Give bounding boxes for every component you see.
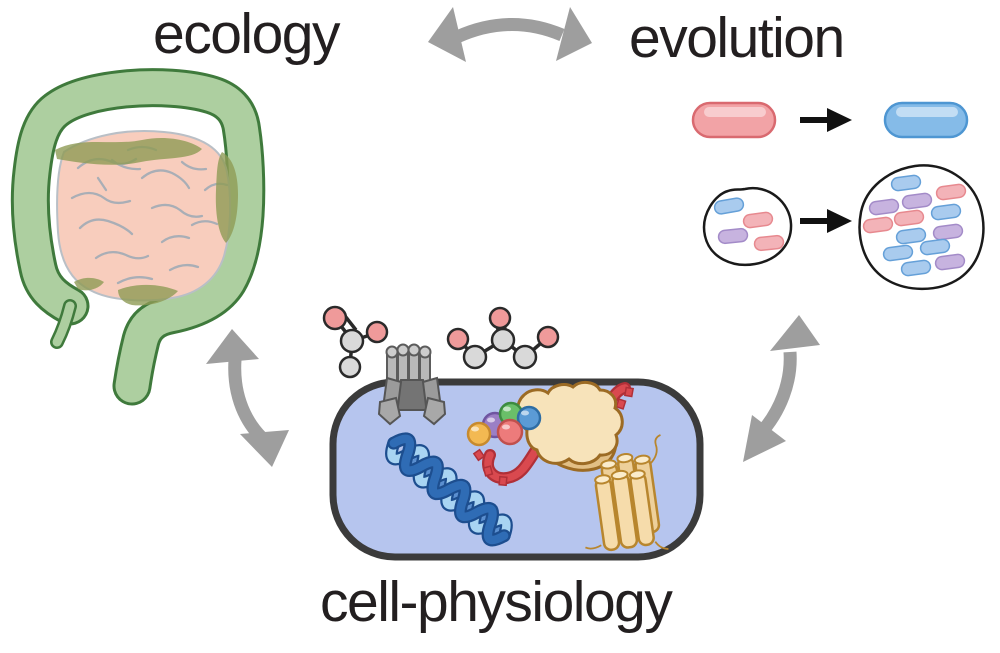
purple-bacterium-pill <box>901 192 933 210</box>
ecology-label: ecology <box>153 2 340 66</box>
arrow-head-up <box>770 315 820 351</box>
membrane-transporter-icon <box>377 343 447 426</box>
evolution-label: evolution <box>629 6 845 70</box>
arrow-head-down <box>743 415 786 462</box>
protein-helix-bundle-icon <box>585 434 669 552</box>
pink-bacterium-pill <box>753 234 785 252</box>
gut-microbiome-illustration <box>10 68 266 406</box>
pink-bacterium-pill <box>742 211 774 229</box>
large-cell-pills <box>862 174 967 277</box>
ribosome-large-subunit <box>516 381 624 466</box>
dna-helix-icon <box>384 432 513 547</box>
small-cell-pills <box>713 197 785 252</box>
blue-bacterium-pill <box>900 259 932 277</box>
blue-bacterium-pill <box>895 227 927 245</box>
pink-bacterium-pill <box>935 183 967 201</box>
purple-bacterium-pill <box>717 227 749 245</box>
ribosome-icon <box>516 381 624 472</box>
pink-bacterium-highlight <box>704 107 766 117</box>
purple-bacterium-pill <box>932 223 964 241</box>
microbe-patches <box>55 138 238 306</box>
purple-bacterium-pill <box>934 253 966 271</box>
blue-bacterium-pill <box>890 174 922 192</box>
arrow-shaft <box>755 351 797 439</box>
growth-arrow-icon <box>800 209 852 233</box>
pink-bacterium <box>691 101 777 139</box>
arrow-head-left <box>428 7 466 62</box>
pink-bacterium-pill <box>862 216 894 234</box>
mutation-arrow-icon <box>800 108 852 132</box>
blue-bacterium-highlight <box>896 107 958 117</box>
bacterial-cell-illustration <box>322 305 704 561</box>
arrow-head-up <box>206 329 259 364</box>
small-intestine <box>56 129 232 302</box>
arrow-shaft <box>454 18 565 43</box>
cell-physiology-label: cell-physiology <box>320 570 673 634</box>
blue-bacterium-pill <box>919 238 951 256</box>
colon-green-tube <box>13 71 263 403</box>
arrow-head-right <box>556 7 592 61</box>
blue-bacterium-pill <box>882 244 914 262</box>
arrow-shaft <box>228 359 267 443</box>
dna-dark-strand <box>389 434 509 545</box>
appendix <box>52 301 75 347</box>
blue-bacterium-pill <box>930 203 962 221</box>
purple-bacterium-pill <box>868 198 900 216</box>
metabolite-molecule-b <box>446 306 560 370</box>
arrow-ecology-cell <box>206 329 289 467</box>
trait-change-row <box>691 101 969 139</box>
metabolite-balls-icon <box>466 401 542 447</box>
arrow-ecology-evolution <box>428 7 592 62</box>
arrow-head-down <box>240 430 289 467</box>
arrow-evolution-cell <box>743 315 820 462</box>
population-growth-row <box>702 164 985 291</box>
metabolite-molecule-a <box>322 305 389 379</box>
pink-bacterium-pill <box>893 209 925 227</box>
blue-bacterium-pill <box>713 197 745 215</box>
